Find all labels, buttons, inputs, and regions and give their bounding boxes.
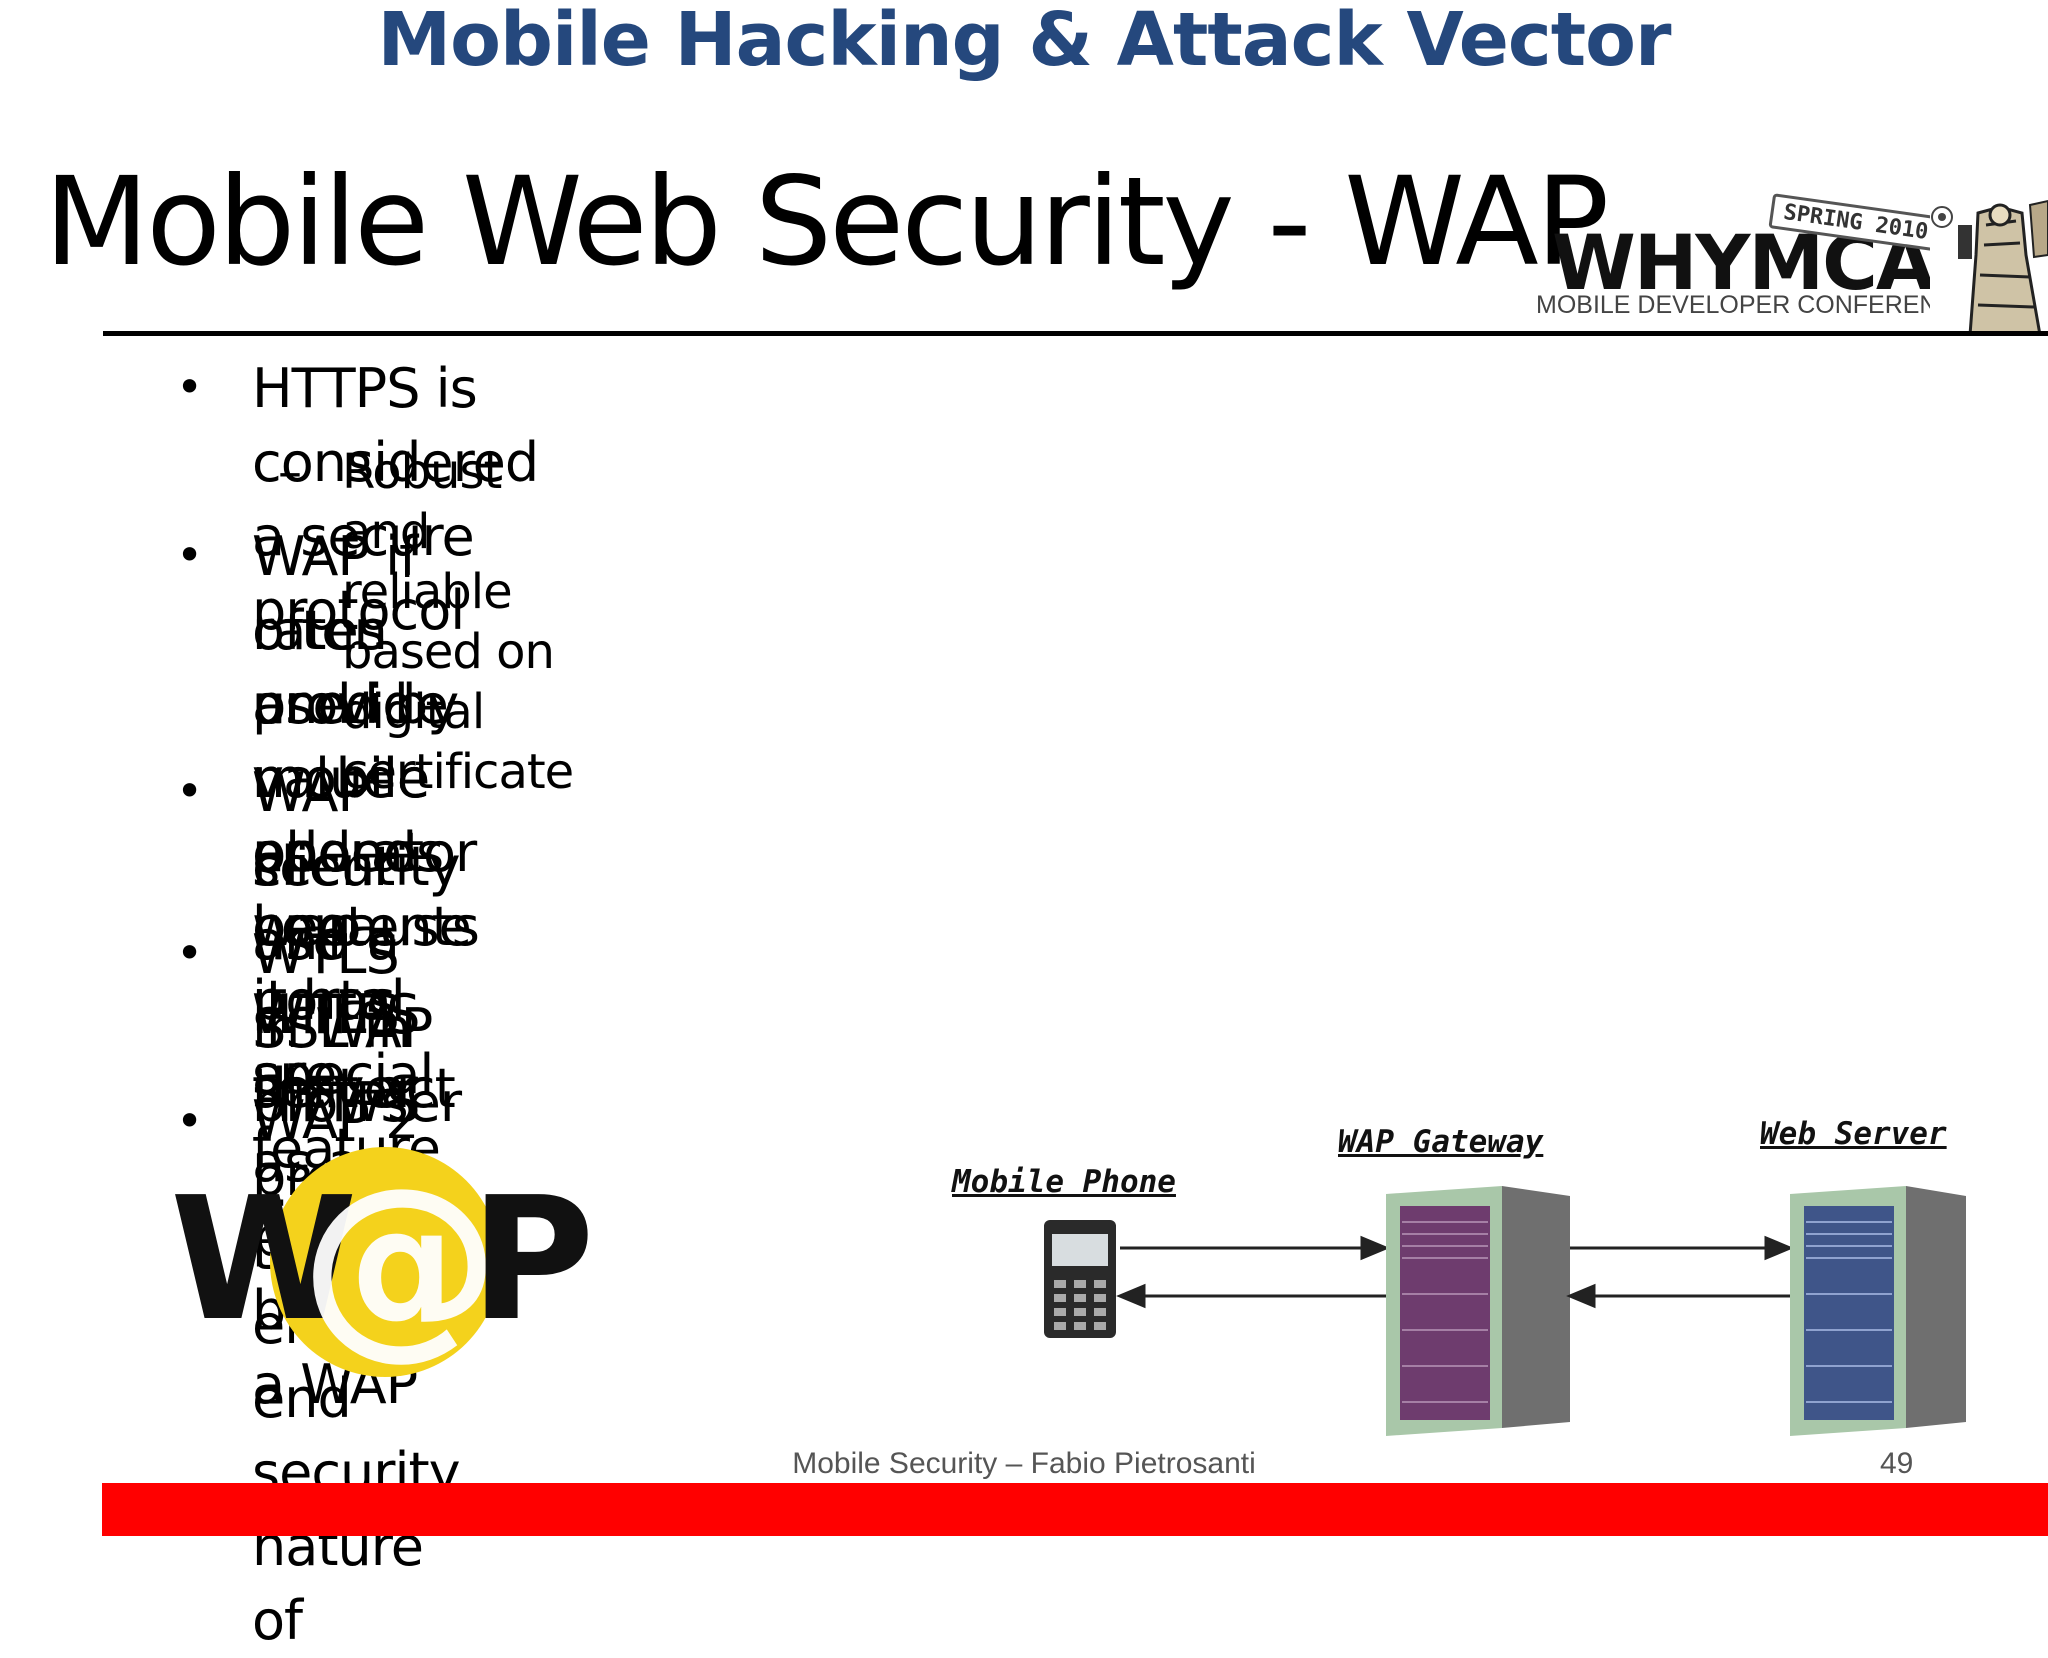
bullet-marker: •: [176, 1094, 204, 1148]
bullet-text: client and a HTTPS server: [252, 835, 420, 1120]
bullet-text: provide value added contents: [252, 673, 480, 958]
sub-bullet-text: Robust and reliable based on digital cer…: [342, 444, 574, 800]
sub-bullet-marker: –: [278, 444, 302, 500]
title-rule: [103, 331, 2048, 336]
wap-logo-at: @: [300, 1145, 500, 1378]
slide-title: Mobile Web Security - WAP: [44, 151, 1609, 293]
arrow-gateway-to-phone: [1116, 1283, 1386, 1309]
whymca-logo: WHYMCA SPRING 2010 MOBILE DEVELOPER CONF…: [1530, 193, 2048, 335]
mobile-phone-icon: [1044, 1220, 1116, 1338]
wap-gateway-label: WAP Gateway: [1338, 1124, 1544, 1160]
bullet-marker: •: [176, 926, 204, 980]
web-server-label: Web Server: [1760, 1116, 1947, 1152]
web-server-icon: [1790, 1186, 1966, 1436]
bullet-text: HTTPS is considered a secure protocol: [252, 357, 539, 642]
bullet-text: WAP if often used by mobile phones becau…: [252, 525, 472, 1106]
mobile-phone-label: Mobile Phone: [952, 1164, 1176, 1200]
footer-bar: [102, 1483, 2048, 1536]
wap-logo-w: W: [170, 1161, 358, 1359]
whymca-subtitle: MOBILE DEVELOPER CONFERENCE: [1536, 291, 1973, 319]
arrow-phone-to-gateway: [1120, 1235, 1390, 1261]
whymca-illustration: [1930, 195, 2048, 335]
bullet-text-partial-content: WAP 2 fix it, only modern: [252, 1089, 419, 1138]
wap-logo: W @ P: [170, 1145, 590, 1378]
bullet-marker: •: [176, 360, 204, 414]
bullet-text-partial: WAP 2 fix it, only modern: [252, 1088, 455, 1138]
diagram-graphics: [1044, 1186, 1966, 1436]
wap-network-diagram: Mobile Phone WAP Gateway Web Server: [930, 1110, 2048, 1440]
bullet-marker: •: [176, 764, 204, 818]
footer-text: Mobile Security – Fabio Pietrosanti: [792, 1447, 1256, 1480]
bullet-marker: •: [176, 528, 204, 582]
wap-gateway-server-icon: [1386, 1186, 1570, 1436]
arrow-gateway-to-server: [1570, 1235, 1794, 1261]
radio-signal-icon: [1931, 206, 1953, 228]
bullet-text: SSL in HTTPS: [252, 997, 420, 1134]
wap-logo-p: P: [470, 1161, 590, 1359]
header-title: Mobile Hacking & Attack Vector: [377, 0, 1672, 83]
page-number: 49: [1880, 1447, 1914, 1480]
arrow-server-to-gateway: [1566, 1283, 1790, 1309]
